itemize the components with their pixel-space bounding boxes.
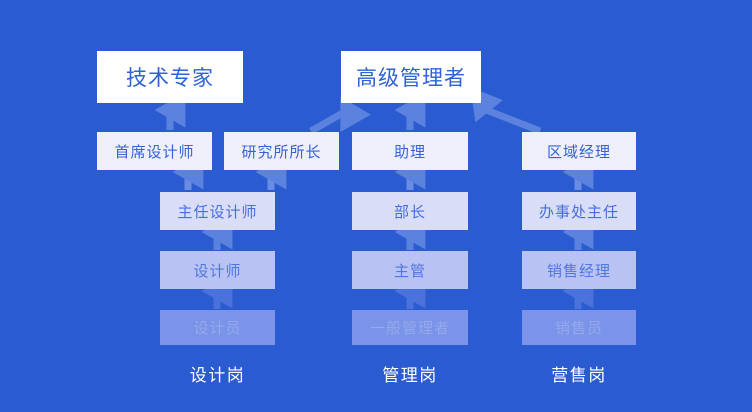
node-label: 助理 bbox=[393, 143, 426, 161]
node-label: 技术专家 bbox=[126, 67, 214, 90]
node-label: 办事处主任 bbox=[538, 203, 619, 221]
node-label: 首席设计师 bbox=[114, 143, 195, 161]
node-regional-manager[interactable]: 区域经理 bbox=[522, 132, 636, 170]
node-supervisor[interactable]: 主管 bbox=[352, 251, 468, 289]
node-chief-designer[interactable]: 首席设计师 bbox=[97, 132, 212, 170]
node-department-head[interactable]: 部长 bbox=[352, 192, 468, 230]
node-assistant[interactable]: 助理 bbox=[352, 132, 468, 170]
node-tech-expert[interactable]: 技术专家 bbox=[97, 51, 243, 103]
node-label: 销售经理 bbox=[546, 262, 611, 280]
node-label: 设计师 bbox=[193, 262, 242, 280]
node-institute-director[interactable]: 研究所所长 bbox=[224, 132, 339, 170]
node-label: 区域经理 bbox=[546, 143, 611, 161]
column-label-sales: 营售岗 bbox=[551, 366, 607, 385]
node-sales-manager[interactable]: 销售经理 bbox=[522, 251, 636, 289]
column-label-management: 管理岗 bbox=[382, 366, 438, 385]
node-label: 部长 bbox=[393, 203, 426, 221]
node-lead-designer[interactable]: 主任设计师 bbox=[160, 192, 275, 230]
node-label: 设计员 bbox=[193, 320, 242, 337]
node-label: 主管 bbox=[393, 262, 426, 280]
arrow-regional-manager-to-senior-manager bbox=[470, 87, 542, 135]
arrow-institute-director-to-senior-manager bbox=[309, 96, 371, 135]
node-salesperson[interactable]: 销售员 bbox=[522, 310, 636, 345]
node-label: 一般管理者 bbox=[369, 320, 450, 337]
node-label: 销售员 bbox=[554, 320, 603, 337]
node-designer[interactable]: 设计师 bbox=[160, 251, 275, 289]
column-label-design: 设计岗 bbox=[189, 366, 246, 385]
node-general-manager[interactable]: 一般管理者 bbox=[352, 310, 468, 345]
node-senior-manager[interactable]: 高级管理者 bbox=[341, 51, 481, 103]
node-label: 研究所所长 bbox=[241, 143, 322, 161]
node-label: 高级管理者 bbox=[356, 67, 466, 90]
node-label: 主任设计师 bbox=[177, 203, 258, 221]
node-office-director[interactable]: 办事处主任 bbox=[522, 192, 636, 230]
node-junior-designer[interactable]: 设计员 bbox=[160, 310, 275, 345]
